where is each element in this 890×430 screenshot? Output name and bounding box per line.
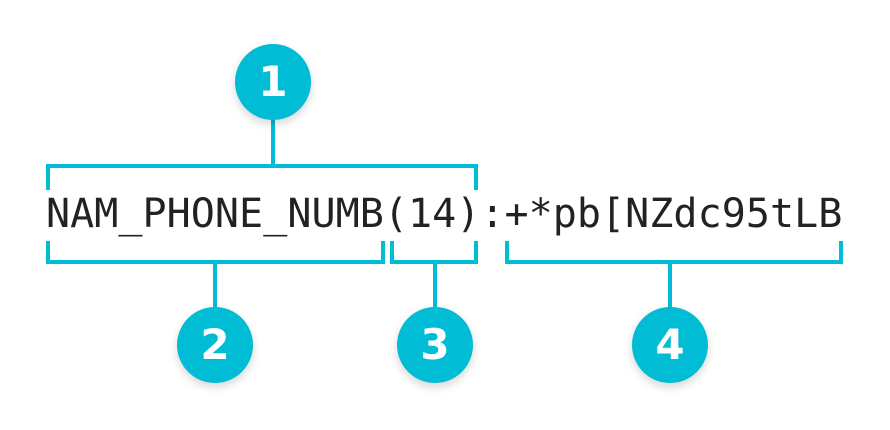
bracket-4 [505, 241, 843, 264]
annotation-badge-1[interactable]: 1 [235, 44, 311, 120]
code-string: NAM_PHONE_NUMB(14):+*pb[NZdc95tLB [46, 191, 843, 237]
bracket-1 [46, 164, 478, 190]
annotation-badge-2[interactable]: 2 [177, 307, 253, 383]
bracket-3 [390, 241, 478, 264]
bracket-2 [46, 241, 385, 264]
annotation-badge-4[interactable]: 4 [632, 307, 708, 383]
annotation-badge-3[interactable]: 3 [397, 307, 473, 383]
